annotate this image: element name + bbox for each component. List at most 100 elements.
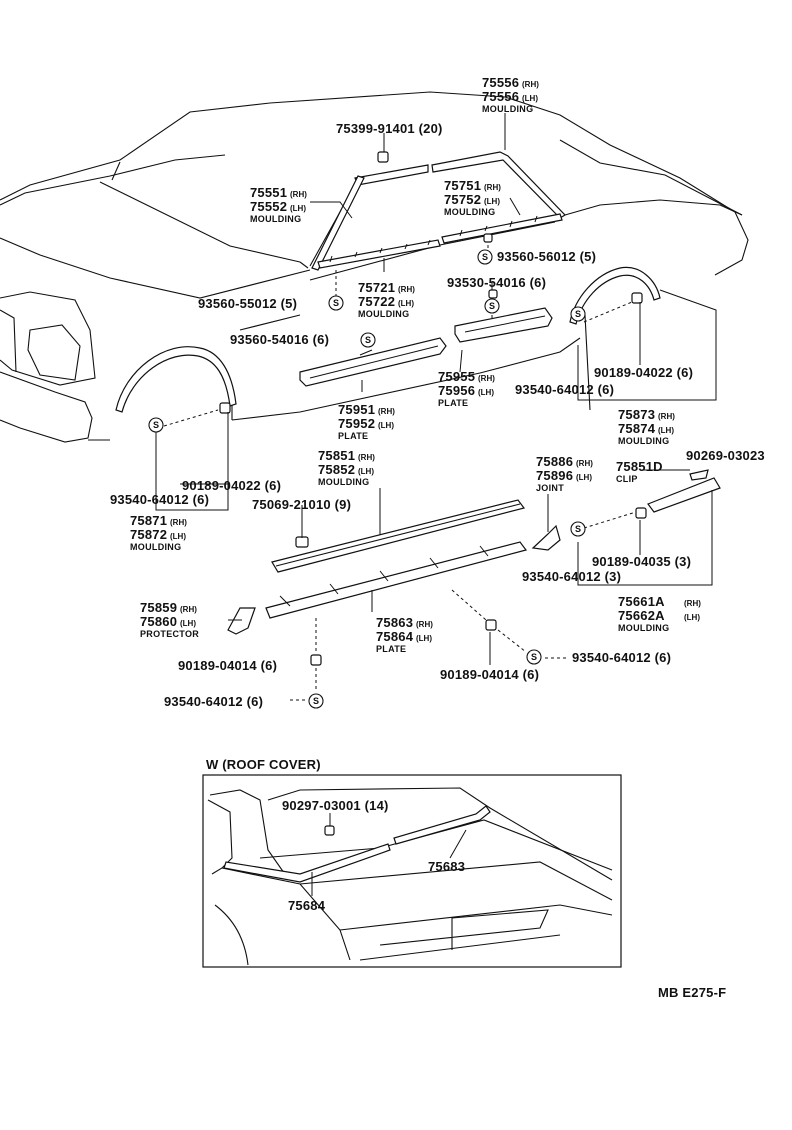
car-body-outline [0,91,749,443]
part-rocker-moulding [271,499,526,573]
svg-text:PLATE: PLATE [438,398,468,408]
label-93560-54016: 93560-54016 (6) [230,332,329,347]
svg-text:PLATE: PLATE [376,644,406,654]
label-90189-04022-front: 90189-04022 (6) [182,478,281,493]
label-90297-03001: 90297-03001 (14) [282,798,389,813]
label-75661A: 75661A (RH) 75662A (LH) MOULDING [618,594,701,633]
label-90269-03023: 90269-03023 [686,448,765,463]
svg-text:(RH): (RH) [398,285,415,294]
svg-text:S: S [531,652,537,662]
diagram-code: MB E275-F [658,985,726,1000]
inset-title: W (ROOF COVER) [206,757,321,772]
svg-text:75952: 75952 [338,416,375,431]
svg-text:75851D: 75851D [616,459,663,474]
screw-symbol-icon: S [570,521,586,537]
svg-text:MOULDING: MOULDING [250,214,301,224]
svg-text:(LH): (LH) [290,204,306,213]
svg-text:S: S [489,301,495,311]
screw-symbol-icon: S [148,417,164,433]
svg-text:75896: 75896 [536,468,573,483]
svg-text:(RH): (RH) [358,453,375,462]
part-rocker-plate [265,541,528,619]
part-protector [227,607,256,635]
label-75873: 75873(RH) 75874(LH) MOULDING [618,407,675,446]
svg-text:(RH): (RH) [684,599,701,608]
label-93540-64012-right: 93540-64012 (6) [572,650,671,665]
label-93560-56012: 93560-56012 (5) [497,249,596,264]
label-75683: 75683 [428,859,465,874]
label-75951: 75951(RH) 75952(LH) PLATE [338,402,395,441]
label-75851D: 75851D CLIP [616,459,663,484]
svg-text:(LH): (LH) [378,421,394,430]
svg-text:75752: 75752 [444,192,481,207]
svg-text:75751: 75751 [444,178,481,193]
label-93530-54016: 93530-54016 (6) [447,275,546,290]
label-75851: 75851(RH) 75852(LH) MOULDING [318,448,375,487]
svg-text:75951: 75951 [338,402,375,417]
svg-text:(LH): (LH) [684,613,700,622]
label-90189-04022-rear: 90189-04022 (6) [594,365,693,380]
label-90189-04035: 90189-04035 (3) [592,554,691,569]
label-75684: 75684 [288,898,326,913]
svg-text:S: S [365,335,371,345]
label-75871: 75871(RH) 75872(LH) MOULDING [130,513,187,552]
svg-text:S: S [313,696,319,706]
screw-symbol-icon: S [308,693,324,709]
svg-text:MOULDING: MOULDING [618,623,669,633]
label-93540-64012-left: 93540-64012 (6) [164,694,263,709]
label-75955: 75955(RH) 75956(LH) PLATE [438,369,495,408]
screw-symbol-icon: S [484,298,500,314]
svg-text:S: S [482,252,488,262]
svg-text:MOULDING: MOULDING [444,207,495,217]
svg-text:75859: 75859 [140,600,177,615]
label-90189-04014-right: 90189-04014 (6) [440,667,539,682]
svg-text:JOINT: JOINT [536,483,564,493]
svg-text:75852: 75852 [318,462,355,477]
part-front-door-plate [299,337,447,387]
svg-text:75662A: 75662A [618,608,665,623]
svg-text:MOULDING: MOULDING [618,436,669,446]
svg-text:75955: 75955 [438,369,475,384]
svg-text:PLATE: PLATE [338,431,368,441]
svg-text:S: S [575,309,581,319]
svg-text:(RH): (RH) [484,183,501,192]
svg-text:MOULDING: MOULDING [318,477,369,487]
svg-text:(LH): (LH) [576,473,592,482]
label-93560-55012: 93560-55012 (5) [198,296,297,311]
svg-text:(LH): (LH) [180,619,196,628]
part-clips [219,151,647,666]
part-rear-door-belt-moulding [441,213,563,244]
svg-text:CLIP: CLIP [616,474,638,484]
svg-text:75886: 75886 [536,454,573,469]
svg-text:S: S [575,524,581,534]
svg-text:75871: 75871 [130,513,167,528]
svg-text:(RH): (RH) [658,412,675,421]
label-75886: 75886(RH) 75896(LH) JOINT [536,454,593,493]
svg-text:S: S [153,420,159,430]
label-75721: 75721(RH) 75722(LH) MOULDING [358,280,415,319]
svg-text:(LH): (LH) [416,634,432,643]
svg-text:(RH): (RH) [416,620,433,629]
svg-text:MOULDING: MOULDING [358,309,409,319]
screw-symbol-icon: S [526,649,542,665]
label-93540-64012-front: 93540-64012 (6) [110,492,209,507]
screw-symbol-icon: S [570,306,586,322]
svg-text:75956: 75956 [438,383,475,398]
label-93540-64012-quarter: 93540-64012 (3) [522,569,621,584]
svg-text:(RH): (RH) [378,407,395,416]
part-quarter-moulding [647,469,721,513]
svg-text:75721: 75721 [358,280,395,295]
part-joint [531,524,561,551]
screw-symbol-icon: S [477,249,493,265]
svg-text:MOULDING: MOULDING [130,542,181,552]
svg-text:(RH): (RH) [522,80,539,89]
svg-text:PROTECTOR: PROTECTOR [140,629,199,639]
inset-roof-cover [202,774,622,968]
label-93540-64012-rear: 93540-64012 (6) [515,382,614,397]
svg-text:75864: 75864 [376,629,414,644]
svg-text:75551: 75551 [250,185,287,200]
svg-text:(RH): (RH) [170,518,187,527]
svg-text:(LH): (LH) [522,94,538,103]
svg-text:75661A: 75661A [618,594,665,609]
